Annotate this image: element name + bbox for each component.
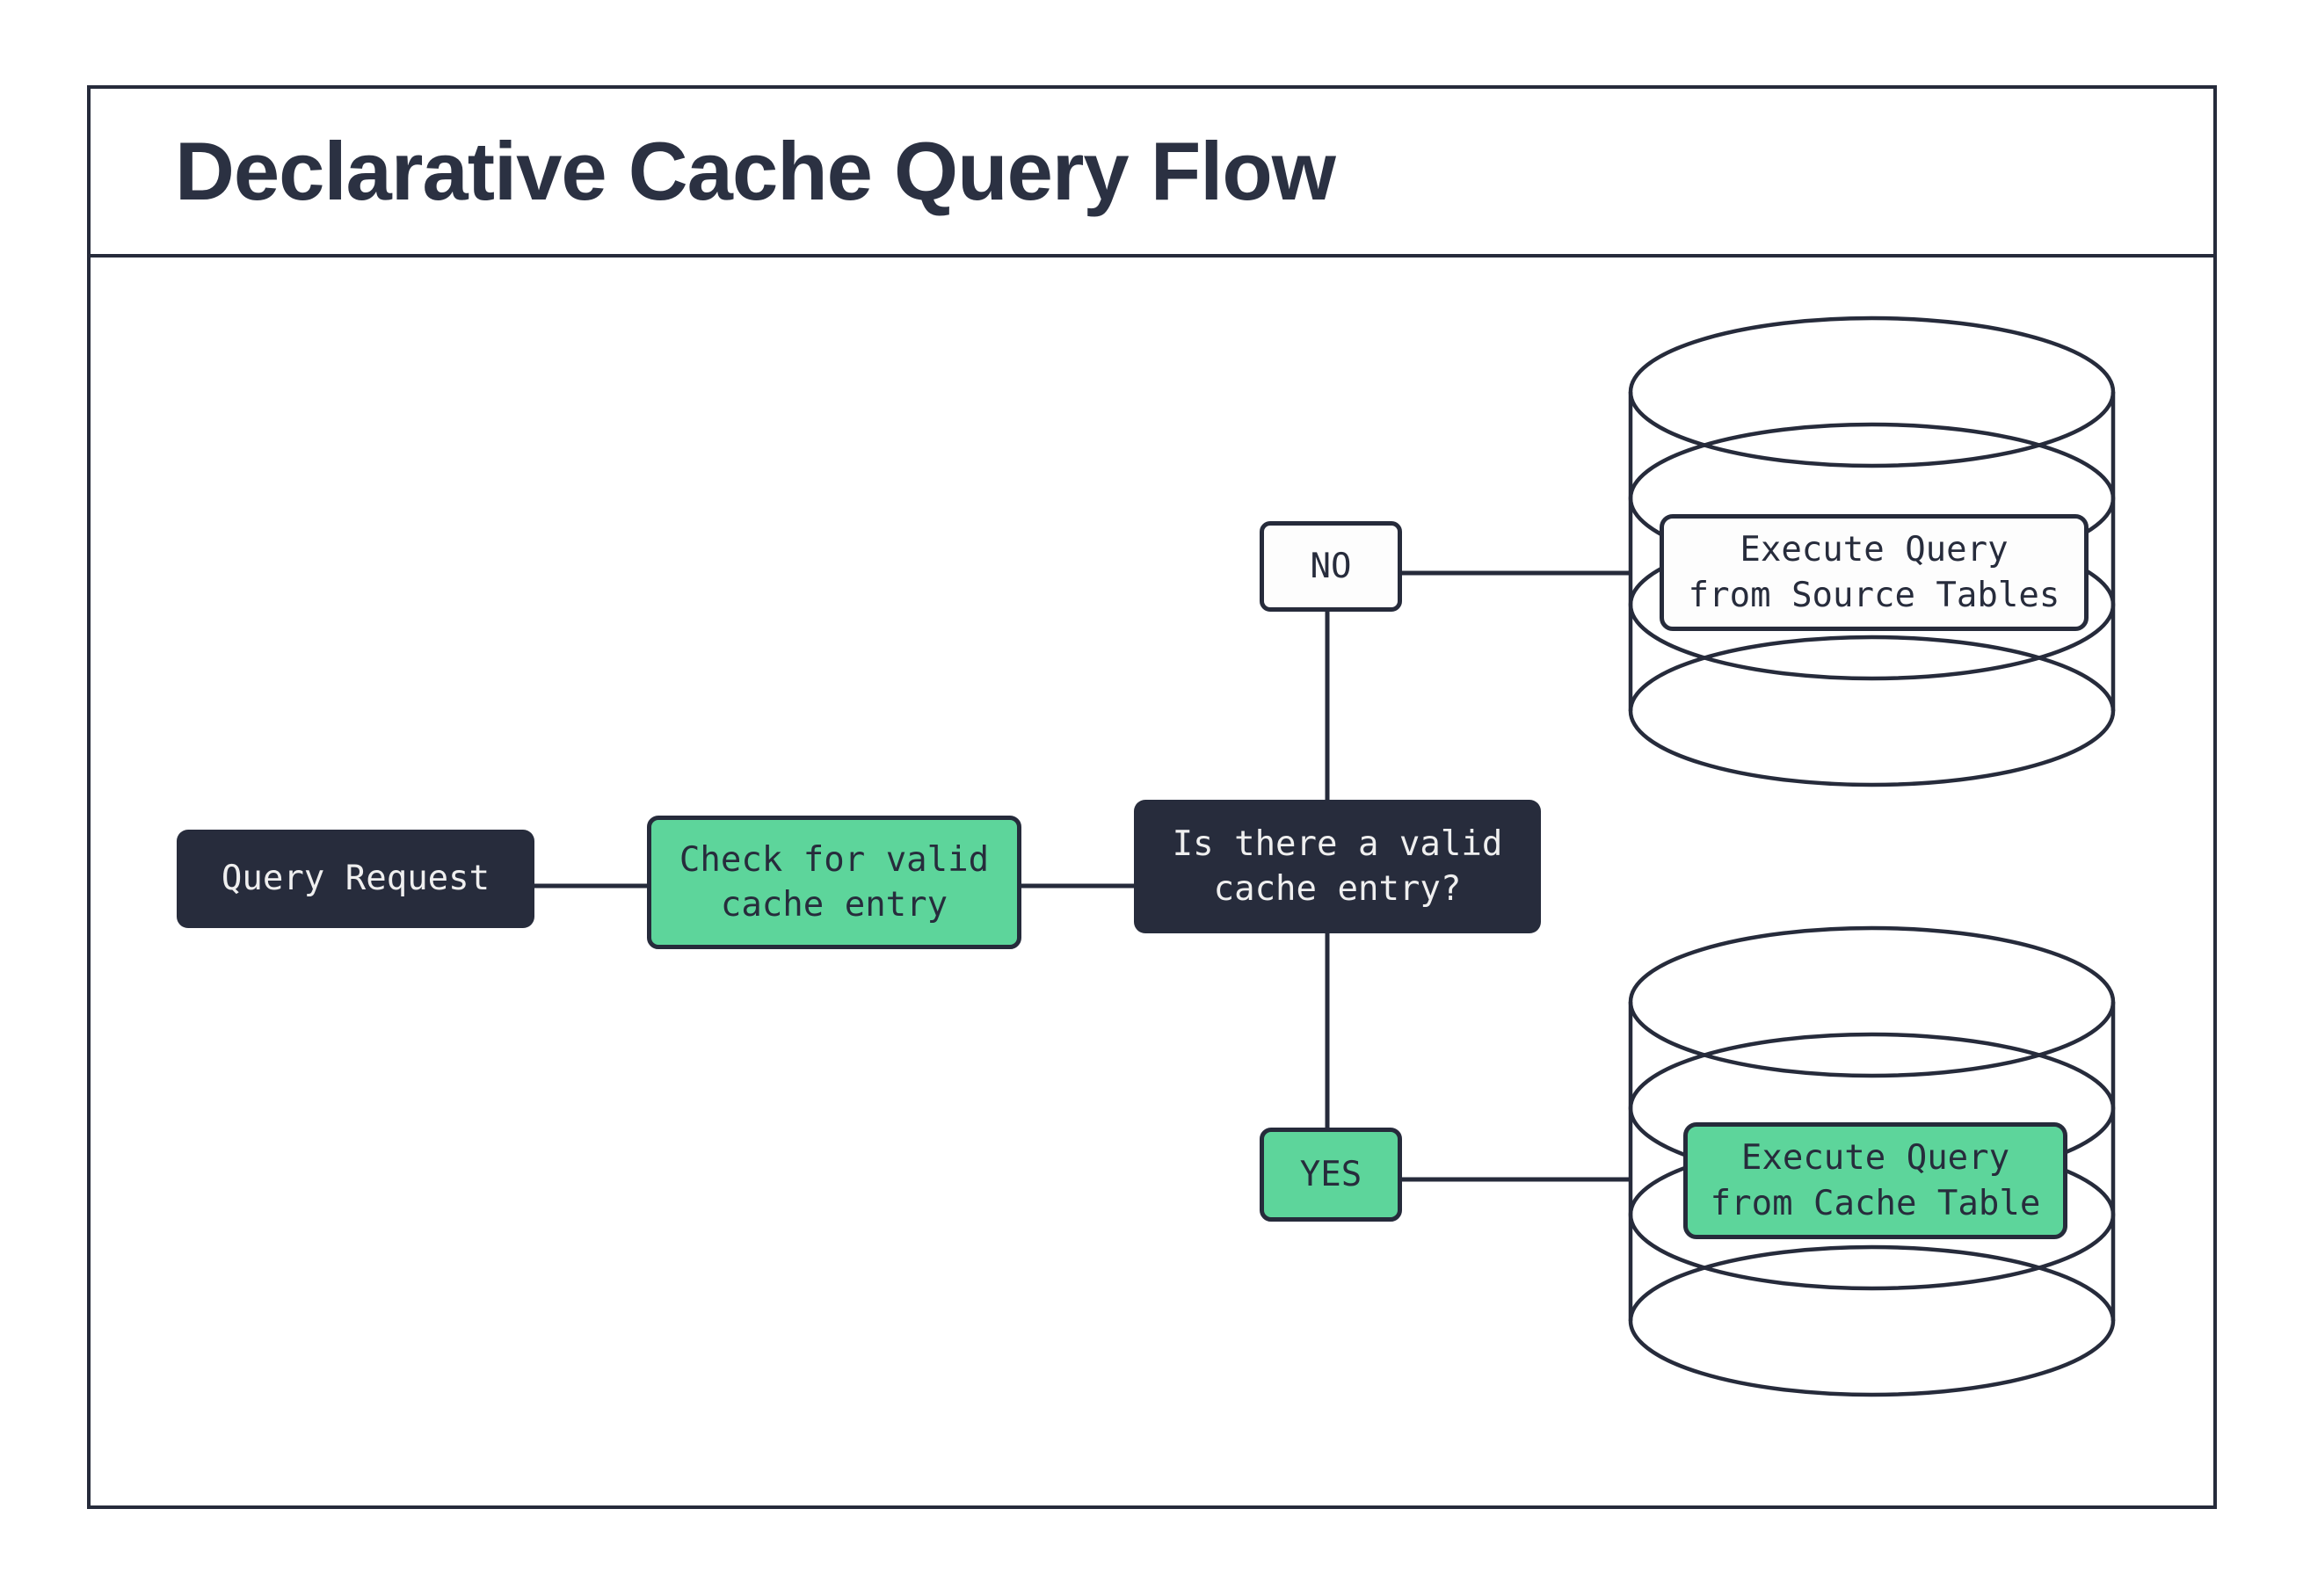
node-execute-cache-table-label: Execute Query from Cache Table xyxy=(1710,1138,2041,1223)
edge-label-yes: YES xyxy=(1260,1128,1402,1222)
edge-label-yes-text: YES xyxy=(1299,1154,1362,1194)
node-query-request-label: Query Request xyxy=(221,859,490,899)
node-check-cache: Check for valid cache entry xyxy=(647,816,1021,949)
page-title: Declarative Cache Query Flow xyxy=(175,125,1336,217)
connector-lines xyxy=(534,570,1631,1182)
node-execute-source-tables-label: Execute Query from Source Tables xyxy=(1688,530,2060,615)
node-decision-label: Is there a valid cache entry? xyxy=(1172,823,1503,909)
node-check-cache-label: Check for valid cache entry xyxy=(679,839,990,925)
edge-label-no: NO xyxy=(1260,521,1402,612)
node-query-request: Query Request xyxy=(177,830,534,928)
edge-label-no-text: NO xyxy=(1310,546,1352,586)
node-execute-source-tables: Execute Query from Source Tables xyxy=(1660,514,2089,631)
node-decision: Is there a valid cache entry? xyxy=(1134,800,1541,933)
node-execute-cache-table: Execute Query from Cache Table xyxy=(1683,1122,2067,1239)
title-bar: Declarative Cache Query Flow xyxy=(87,85,2217,258)
